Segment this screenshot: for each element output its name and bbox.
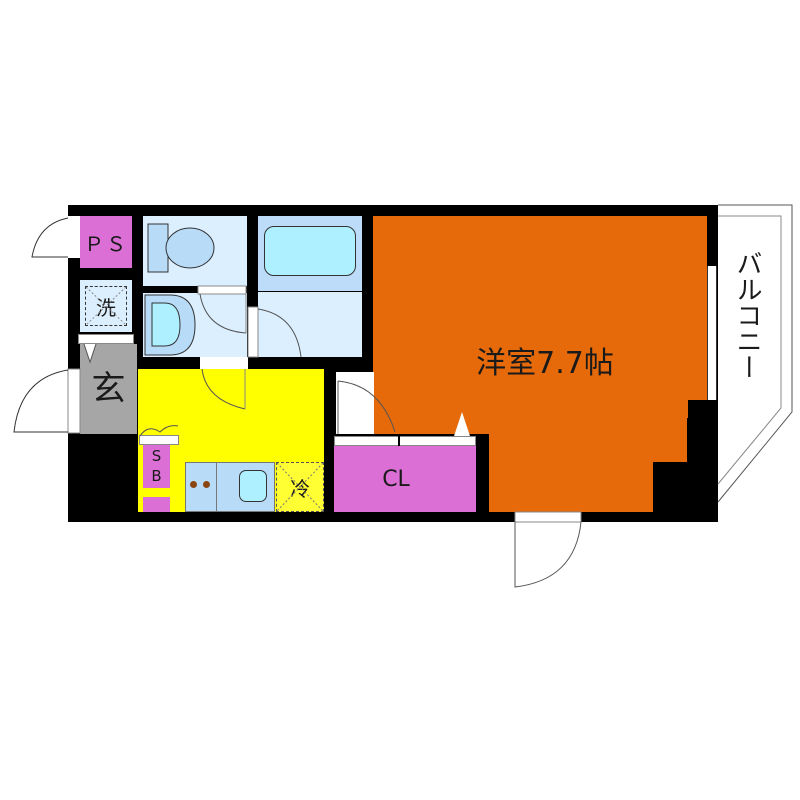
refrigerator-label: 冷 xyxy=(290,476,310,501)
burner-icon xyxy=(203,481,210,488)
burner-icon xyxy=(190,481,197,488)
laundry-door-strip xyxy=(78,334,134,344)
pillar-wall xyxy=(687,418,695,462)
shoe-box-label-b: B xyxy=(151,467,162,485)
closet-door-divider xyxy=(398,436,400,446)
stove-divider xyxy=(216,462,217,512)
shoe-box-label-s: S xyxy=(151,447,162,465)
sink-icon xyxy=(239,470,267,502)
closet xyxy=(334,446,476,512)
pipe-space-label: ＰＳ xyxy=(84,231,128,256)
laundry-outline xyxy=(85,286,127,326)
western-room-door[interactable] xyxy=(336,372,374,434)
laundry-space xyxy=(80,280,132,332)
closet-label: CL xyxy=(382,466,410,492)
shoe-box xyxy=(143,444,170,488)
pipe-space-room xyxy=(80,216,132,268)
washroom-door[interactable] xyxy=(200,357,248,369)
western-room-label: 洋室7.7帖 xyxy=(476,346,614,381)
closet-door-strip xyxy=(334,436,476,446)
pillar-wall xyxy=(653,462,693,512)
bathtub-icon xyxy=(264,226,356,276)
entrance-label: 玄 xyxy=(91,368,126,409)
shoe-box-doors xyxy=(139,435,179,445)
balcony-window[interactable] xyxy=(707,266,717,400)
shoe-box-lower xyxy=(143,497,170,512)
balcony-label: バルコニー xyxy=(732,250,762,380)
